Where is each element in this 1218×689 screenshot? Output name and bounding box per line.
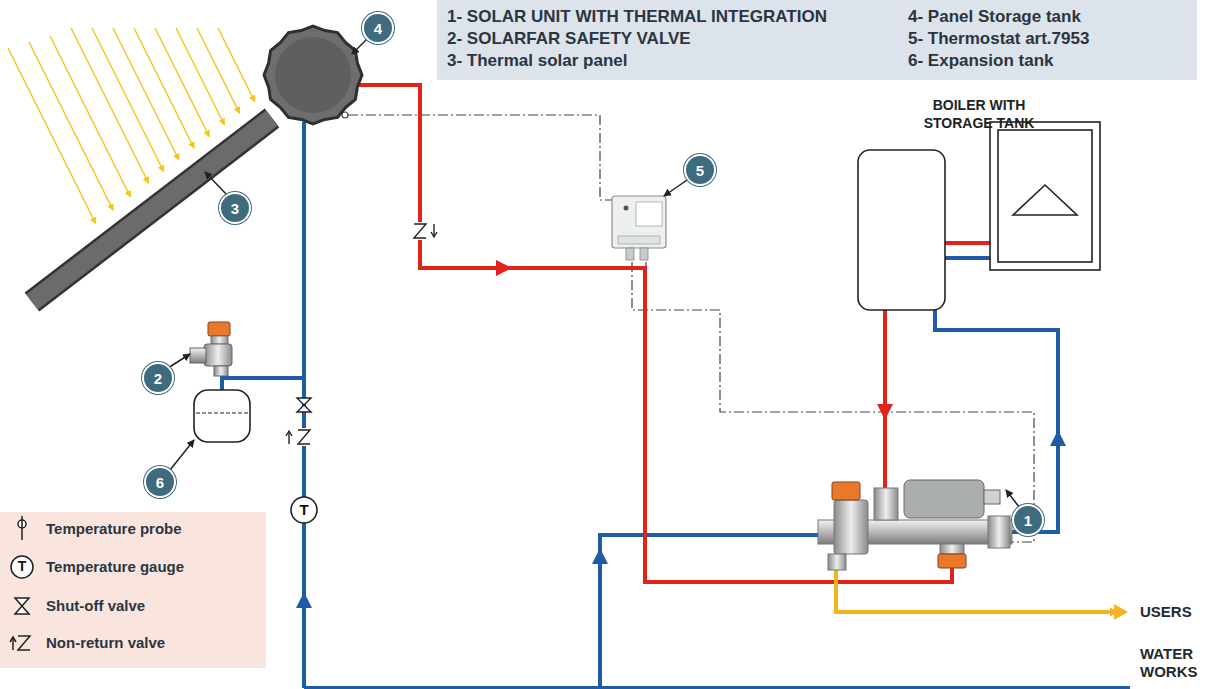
cold-pipe (222, 122, 1130, 688)
callout-number: 6 (144, 466, 176, 498)
key-item: 5- Thermostat art.7953 (908, 29, 1089, 49)
callout-text: 6 (156, 474, 164, 491)
shut-off-valve (297, 398, 311, 412)
flow-arrow (496, 260, 512, 276)
callout-number: 2 (142, 362, 174, 394)
leader-line (168, 38, 1020, 508)
boiler (858, 122, 1100, 310)
callout-number: 1 (1012, 504, 1044, 536)
key-panel (437, 0, 1197, 80)
legend-text: Temperature probe (46, 520, 182, 537)
key-item: 3- Thermal solar panel (447, 51, 627, 71)
boiler-box: BOILER WITH STORAGE TANK (858, 150, 945, 310)
callout-number: 3 (219, 192, 251, 224)
non-return-valve (412, 222, 437, 240)
key-item: 4- Panel Storage tank (908, 7, 1081, 27)
key-panel: 1- SOLAR UNIT WITH THERMAL INTEGRATION2-… (437, 0, 1197, 80)
flow-arrow (296, 592, 312, 608)
gauge-symbol: T (291, 501, 317, 518)
callout-number: 5 (684, 154, 716, 186)
solar-panel (32, 118, 272, 302)
legend-text: Temperature gauge (46, 558, 184, 575)
gauge-symbol: T (9, 558, 35, 574)
callout-text: 2 (154, 370, 162, 387)
sun-rays (8, 28, 255, 223)
boiler-heading: BOILER WITH STORAGE TANK (914, 96, 1044, 132)
key-item: 6- Expansion tank (908, 51, 1053, 71)
expansion-tank (194, 390, 250, 442)
outlet-label: USERS (1140, 603, 1192, 620)
legend-panel (0, 512, 266, 668)
callout-text: 1 (1024, 512, 1032, 529)
callout-text: 4 (374, 20, 382, 37)
legend-text: Shut-off valve (46, 597, 145, 614)
callout-text: 3 (231, 200, 239, 217)
key-item: 1- SOLAR UNIT WITH THERMAL INTEGRATION (447, 7, 827, 27)
flow-arrow (1050, 430, 1066, 446)
panel-storage-tank (264, 26, 362, 124)
inlet-label: WATER WORKS (1140, 645, 1208, 681)
users-pipe (836, 568, 1118, 612)
non-return-valve (286, 428, 312, 446)
callout-text: 5 (696, 162, 704, 179)
solar-unit (818, 480, 1012, 570)
solar-panel (32, 118, 272, 302)
callout-number: 4 (362, 12, 394, 44)
thermostat-wire (348, 115, 1034, 542)
flow-arrow (1114, 604, 1128, 620)
flow-arrow (877, 404, 893, 420)
safety-valve (190, 322, 232, 376)
thermostat (612, 196, 666, 260)
key-item: 2- SOLARFAR SAFETY VALVE (447, 29, 691, 49)
temperature-gauge (291, 497, 317, 523)
legend-sample (10, 516, 33, 650)
hot-pipe (356, 85, 990, 582)
legend-text: Non-return valve (46, 634, 165, 651)
flow-arrow (592, 548, 608, 564)
